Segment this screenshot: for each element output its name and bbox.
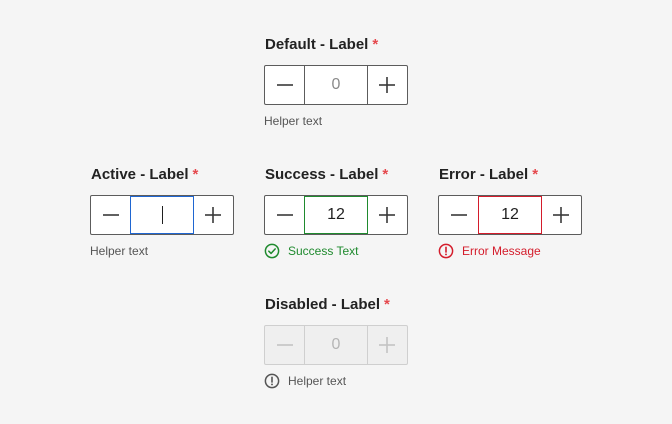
quantity-input[interactable] (130, 196, 194, 234)
stepper-field-active: Active - Label* Helper text (90, 166, 240, 259)
decrement-button[interactable] (91, 196, 130, 234)
field-label: Disabled - Label* (265, 296, 414, 314)
plus-icon (379, 337, 396, 353)
quantity-input[interactable]: 0 (304, 66, 368, 104)
field-label: Success - Label* (265, 166, 414, 184)
minus-icon (276, 84, 293, 86)
quantity-stepper: 0 (264, 325, 408, 365)
info-circle-icon (264, 373, 280, 389)
increment-button (368, 326, 407, 364)
quantity-stepper: 12 (264, 195, 408, 235)
decrement-button[interactable] (439, 196, 478, 234)
quantity-stepper: 0 (264, 65, 408, 105)
label-text: Default - Label (265, 36, 369, 53)
plus-icon (379, 77, 396, 93)
minus-icon (276, 214, 293, 216)
increment-button[interactable] (194, 196, 233, 234)
helper-text: Error Message (462, 244, 541, 258)
minus-icon (102, 214, 119, 216)
check-circle-icon (264, 243, 280, 259)
required-marker: * (372, 36, 379, 53)
helper-text: Success Text (288, 244, 359, 258)
required-marker: * (192, 166, 199, 183)
label-text: Active - Label (91, 166, 189, 183)
stepper-field-default: Default - Label* 0 Helper text (264, 36, 414, 129)
quantity-input: 0 (304, 326, 368, 364)
alert-circle-icon (438, 243, 454, 259)
increment-button[interactable] (542, 196, 581, 234)
increment-button[interactable] (368, 196, 407, 234)
minus-icon (276, 344, 293, 346)
plus-icon (553, 207, 570, 223)
success-message: Success Text (264, 243, 414, 259)
helper-text: Helper text (90, 244, 149, 258)
label-text: Disabled - Label (265, 296, 381, 313)
label-text: Error - Label (439, 166, 529, 183)
helper-message: Helper text (264, 373, 414, 389)
text-caret (161, 206, 163, 224)
field-label: Default - Label* (265, 36, 414, 54)
required-marker: * (384, 296, 390, 313)
decrement-button[interactable] (265, 66, 304, 104)
quantity-stepper: 12 (438, 195, 582, 235)
stepper-field-error: Error - Label* 12 Error Message (438, 166, 588, 259)
label-text: Success - Label (265, 166, 379, 183)
plus-icon (205, 207, 222, 223)
decrement-button[interactable] (265, 196, 304, 234)
required-marker: * (532, 166, 539, 183)
error-message: Error Message (438, 243, 588, 259)
quantity-stepper (90, 195, 234, 235)
helper-text: Helper text (264, 114, 323, 128)
quantity-input[interactable]: 12 (478, 196, 542, 234)
field-label: Error - Label* (439, 166, 588, 184)
increment-button[interactable] (368, 66, 407, 104)
minus-icon (450, 214, 467, 216)
required-marker: * (382, 166, 389, 183)
decrement-button (265, 326, 304, 364)
stepper-field-disabled: Disabled - Label* 0 Helper text (264, 296, 414, 389)
stepper-field-success: Success - Label* 12 Success Text (264, 166, 414, 259)
plus-icon (379, 207, 396, 223)
helper-text: Helper text (288, 374, 347, 388)
field-label: Active - Label* (91, 166, 240, 184)
quantity-input[interactable]: 12 (304, 196, 368, 234)
